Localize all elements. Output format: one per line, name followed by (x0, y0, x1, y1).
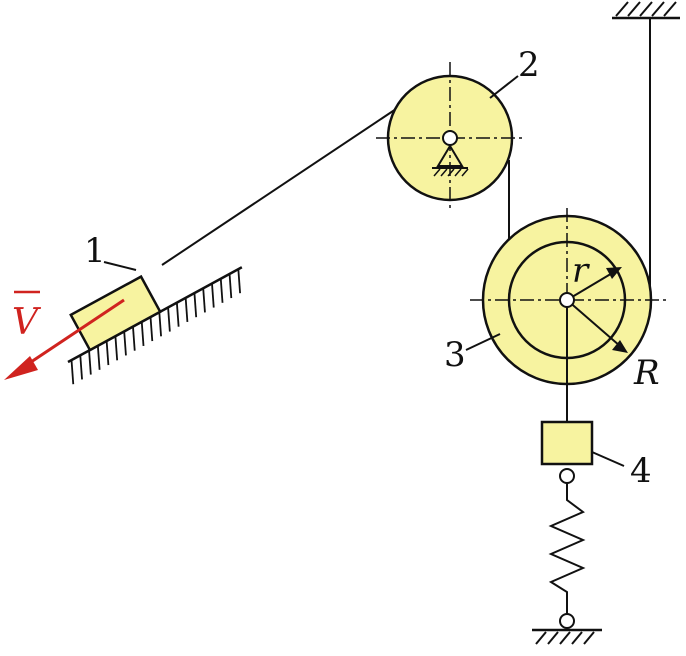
spring (548, 468, 586, 629)
radius-r-arrowhead (606, 267, 622, 279)
pin-support (432, 130, 469, 177)
label-velocity: V (12, 302, 42, 343)
velocity-arrow (4, 290, 125, 380)
label-body-4: 4 (630, 451, 652, 491)
label-body-1: 1 (84, 231, 106, 271)
ceiling-support (612, 1, 680, 20)
block-4 (540, 420, 594, 466)
stepped-pulley-3 (470, 208, 668, 386)
label-body-3: 3 (444, 335, 466, 375)
pulley-2 (376, 62, 522, 210)
label-radius-r: r (572, 251, 590, 291)
label-radius-R: R (633, 353, 660, 393)
block-1 (69, 274, 162, 352)
inclined-plane (67, 266, 243, 385)
rope-block1-to-pulley2 (161, 92, 421, 266)
ground-support (532, 628, 602, 645)
radius-R-arrowhead (612, 340, 628, 353)
label-body-2: 2 (518, 45, 540, 85)
